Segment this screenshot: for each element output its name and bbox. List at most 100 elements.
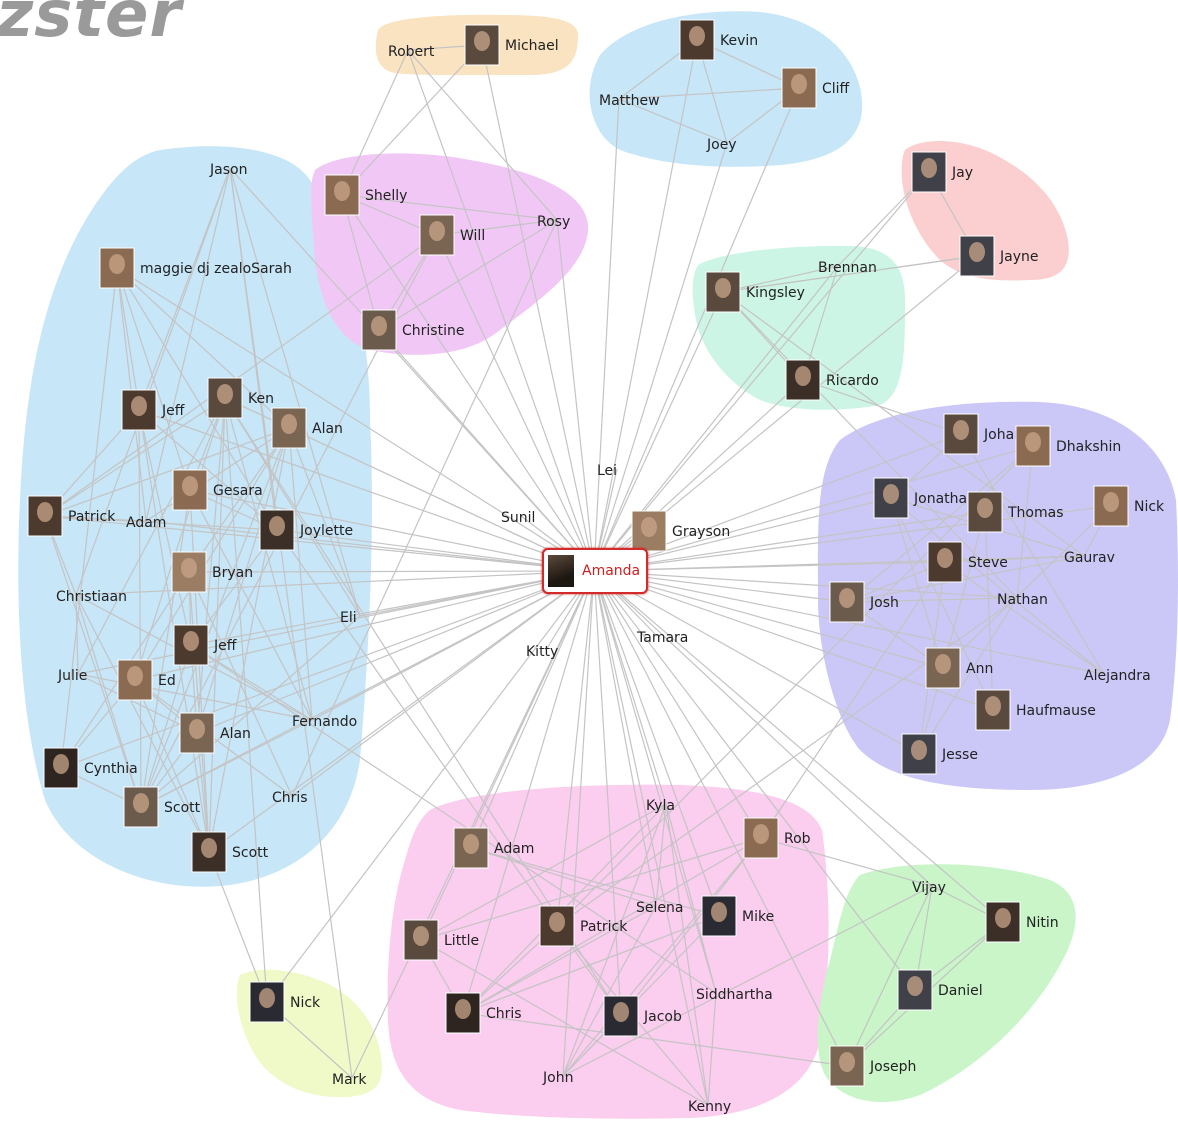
- person-node[interactable]: Tamara: [636, 630, 688, 646]
- edge-center: [341, 194, 595, 572]
- edge-cross: [229, 167, 353, 1079]
- person-node[interactable]: Ricardo: [785, 359, 879, 401]
- person-node[interactable]: Nick: [249, 981, 321, 1023]
- person-node[interactable]: Christiaan: [56, 589, 127, 605]
- person-label: Gesara: [213, 483, 263, 499]
- avatar-face-icon: [549, 912, 565, 932]
- person-node[interactable]: Julie: [57, 668, 87, 684]
- edge-intra: [288, 427, 313, 721]
- edge-intra: [420, 837, 762, 941]
- center-person-avatar: [548, 555, 574, 587]
- person-node[interactable]: Bryan: [171, 551, 253, 593]
- person-node[interactable]: Robert: [388, 44, 435, 60]
- person-node[interactable]: Alan: [179, 712, 251, 754]
- edge-intra: [208, 427, 290, 853]
- person-node[interactable]: Lei: [597, 463, 617, 479]
- person-node[interactable]: John: [542, 1070, 573, 1086]
- person-node[interactable]: Jesse: [901, 733, 978, 775]
- person-node[interactable]: Ken: [207, 377, 274, 419]
- person-node[interactable]: Gesara: [172, 469, 263, 511]
- person-node[interactable]: Jason: [209, 162, 247, 178]
- person-node[interactable]: Dhakshin: [1015, 425, 1121, 467]
- center-person-node[interactable]: Amanda: [542, 548, 648, 594]
- person-node[interactable]: Jonathan: [873, 477, 976, 519]
- person-node[interactable]: Jayne: [959, 235, 1038, 277]
- person-node[interactable]: Kyla: [646, 798, 675, 814]
- person-node[interactable]: Joylette: [259, 509, 353, 551]
- person-node[interactable]: Patrick: [27, 495, 116, 537]
- person-node[interactable]: Jeff: [173, 624, 237, 666]
- edge-center: [556, 570, 595, 927]
- person-node[interactable]: maggie dj zealoSarah: [99, 247, 292, 289]
- person-node[interactable]: Steve: [927, 541, 1008, 583]
- person-node[interactable]: Mark: [332, 1072, 367, 1088]
- person-node[interactable]: Fernando: [292, 714, 357, 730]
- person-node[interactable]: Rosy: [537, 214, 570, 230]
- person-node[interactable]: Eli: [340, 610, 357, 626]
- person-node[interactable]: Adam: [126, 515, 166, 531]
- person-node[interactable]: Nathan: [997, 592, 1048, 608]
- person-node[interactable]: Jeff: [121, 389, 185, 431]
- person-label: Lei: [597, 463, 617, 479]
- person-node[interactable]: Scott: [191, 831, 269, 873]
- person-node[interactable]: Daniel: [897, 969, 983, 1011]
- person-node[interactable]: Kenny: [688, 1099, 731, 1115]
- person-node[interactable]: Kingsley: [705, 271, 805, 313]
- person-node[interactable]: Little: [403, 919, 479, 961]
- person-node[interactable]: Chris: [445, 992, 522, 1034]
- person-node[interactable]: Mike: [701, 895, 774, 937]
- person-node[interactable]: Cynthia: [43, 747, 138, 789]
- person-node[interactable]: Kitty: [526, 644, 558, 660]
- person-node[interactable]: Chris: [272, 790, 308, 806]
- person-node[interactable]: Scott: [123, 786, 201, 828]
- person-node[interactable]: Thomas: [967, 491, 1064, 533]
- person-node[interactable]: Joey: [706, 137, 737, 153]
- person-node[interactable]: Rob: [743, 817, 811, 859]
- person-node[interactable]: Vijay: [912, 880, 946, 896]
- person-node[interactable]: Jay: [911, 151, 973, 193]
- edge-cross: [722, 255, 978, 293]
- person-node[interactable]: Nick: [1093, 485, 1165, 527]
- avatar-face-icon: [907, 976, 923, 996]
- person-node[interactable]: Will: [419, 214, 485, 256]
- person-node[interactable]: Grayson: [631, 510, 730, 552]
- edge-intra: [224, 397, 361, 617]
- edge-center: [593, 570, 1004, 923]
- person-node[interactable]: Cliff: [781, 67, 850, 109]
- person-node[interactable]: Siddhartha: [696, 987, 773, 1003]
- person-node[interactable]: Alejandra: [1084, 668, 1151, 684]
- person-node[interactable]: Shelly: [324, 174, 407, 216]
- person-node[interactable]: Nitin: [985, 901, 1059, 943]
- person-node[interactable]: Adam: [453, 827, 534, 869]
- person-node[interactable]: Jacob: [603, 995, 682, 1037]
- person-node[interactable]: Ann: [925, 647, 993, 689]
- person-node[interactable]: Selena: [636, 900, 683, 916]
- person-label: Sunil: [501, 510, 535, 526]
- person-node[interactable]: Haufmause: [975, 689, 1096, 731]
- person-node[interactable]: Joseph: [829, 1045, 916, 1087]
- person-node[interactable]: Brennan: [818, 260, 877, 276]
- edge-intra: [462, 905, 657, 1014]
- person-node[interactable]: Gaurav: [1064, 550, 1115, 566]
- edge-cross: [291, 219, 558, 797]
- person-node[interactable]: Ed: [117, 659, 176, 701]
- person-node[interactable]: Christine: [361, 309, 464, 351]
- person-node[interactable]: Matthew: [599, 93, 660, 109]
- edge-center: [436, 234, 595, 572]
- person-node[interactable]: Alan: [271, 407, 343, 449]
- edge-cross: [407, 49, 558, 221]
- person-node[interactable]: Johan: [943, 413, 1023, 455]
- person-node[interactable]: Sunil: [501, 510, 535, 526]
- person-node[interactable]: Michael: [464, 24, 559, 66]
- edge-cross: [722, 291, 1085, 557]
- person-node[interactable]: Kevin: [679, 19, 758, 61]
- person-node[interactable]: Patrick: [539, 905, 628, 947]
- edge-intra: [75, 594, 79, 675]
- edge-intra: [462, 837, 762, 1014]
- person-node[interactable]: Josh: [829, 581, 899, 623]
- person-label: Joylette: [299, 523, 353, 539]
- person-label: Steve: [968, 555, 1008, 571]
- avatar-face-icon: [217, 384, 233, 404]
- person-label: Patrick: [580, 919, 628, 935]
- person-label: Selena: [636, 900, 683, 916]
